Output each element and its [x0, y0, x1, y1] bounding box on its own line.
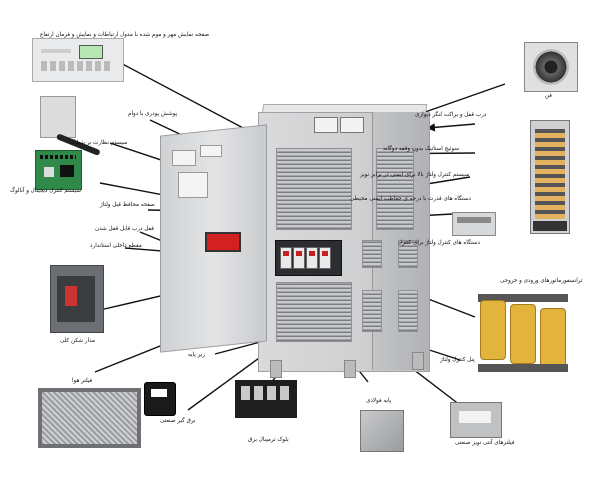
label-control-panel: صفحه نمایش مهر و موم شده با مدول ارتباطا… — [40, 32, 210, 38]
vent-grille-lower — [276, 282, 352, 342]
vent-grille-small — [398, 240, 418, 268]
label-regulator: دستگاه های کنترل ولتاژ برای کنترل — [398, 240, 480, 246]
meter-display — [314, 117, 338, 133]
label-sensor: سیستم نظارت بر شیلنگ — [70, 140, 128, 146]
label-surge: برق گیر صنعتی — [160, 418, 196, 424]
pcb-image — [35, 150, 82, 190]
label-cabinet-bracket: درب قفل و براکت لنگر دیواری — [415, 112, 487, 118]
label-terminal-block: بلوک ترمینال برق — [248, 437, 289, 443]
label-safety-page: صفحه محافظ قبل ولتاژ — [100, 202, 155, 208]
static-switch-image — [530, 120, 570, 234]
label-voltage-control: سیستم کنترل ولتاژ بالا برای ایمنی در برا… — [360, 172, 470, 178]
label-main-breaker: مدار شکن کلی — [60, 338, 95, 344]
label-powder-coat: پوشش پودری با دوام — [128, 111, 178, 117]
meter-display — [340, 117, 364, 133]
label-emi-filter: فیلترهای آنتی نویز صنعتی — [455, 440, 515, 446]
vent-grille-upper — [276, 148, 352, 230]
label-panel-inside: پنل کنترل ولتاژ — [440, 357, 475, 363]
label-air-filter: فیلتر هوا — [72, 378, 93, 384]
steel-leg-image — [360, 410, 404, 452]
control-panel-image — [32, 38, 124, 82]
label-standard-handle: مقطع داخلی استاندارد — [90, 243, 142, 249]
vent-grille-small — [398, 290, 418, 332]
vent-grille-small — [362, 240, 382, 268]
surge-protector-image — [144, 382, 176, 416]
label-door-lock: قفل درب قابل قفل شدن — [95, 226, 154, 232]
label-igbt: دستگاه های قدرت با درجه ی حفاظت ایمنی مح… — [350, 196, 471, 202]
igbt-image — [452, 212, 496, 236]
air-filter-image — [38, 388, 141, 448]
terminal-block-image — [235, 380, 297, 418]
main-breaker-image — [50, 265, 104, 333]
label-base: زیر پایه — [188, 352, 205, 358]
vent-grille-side — [376, 148, 414, 230]
emergency-switch[interactable] — [205, 232, 241, 252]
label-pcb: سیستم کنترل دیجیتال و آنالوگ — [10, 188, 81, 194]
transformer-image — [478, 286, 568, 376]
label-fan: فن — [545, 93, 552, 99]
label-static-switch: سوئیچ استاتیک بدون وقفه دوگانه — [383, 146, 460, 152]
fan-icon — [524, 42, 578, 92]
vent-grille-small — [362, 290, 382, 332]
door-sticker — [178, 172, 208, 198]
door-sticker — [172, 150, 196, 166]
label-transformer: ترانسفورماتورهای ورودی و خروجی — [500, 278, 583, 284]
label-steel-legs: پایه فولادی — [366, 398, 392, 404]
sensor-image — [40, 96, 101, 157]
breaker-panel — [275, 240, 342, 276]
door-sticker — [200, 145, 222, 157]
emi-filter-image — [450, 402, 502, 438]
